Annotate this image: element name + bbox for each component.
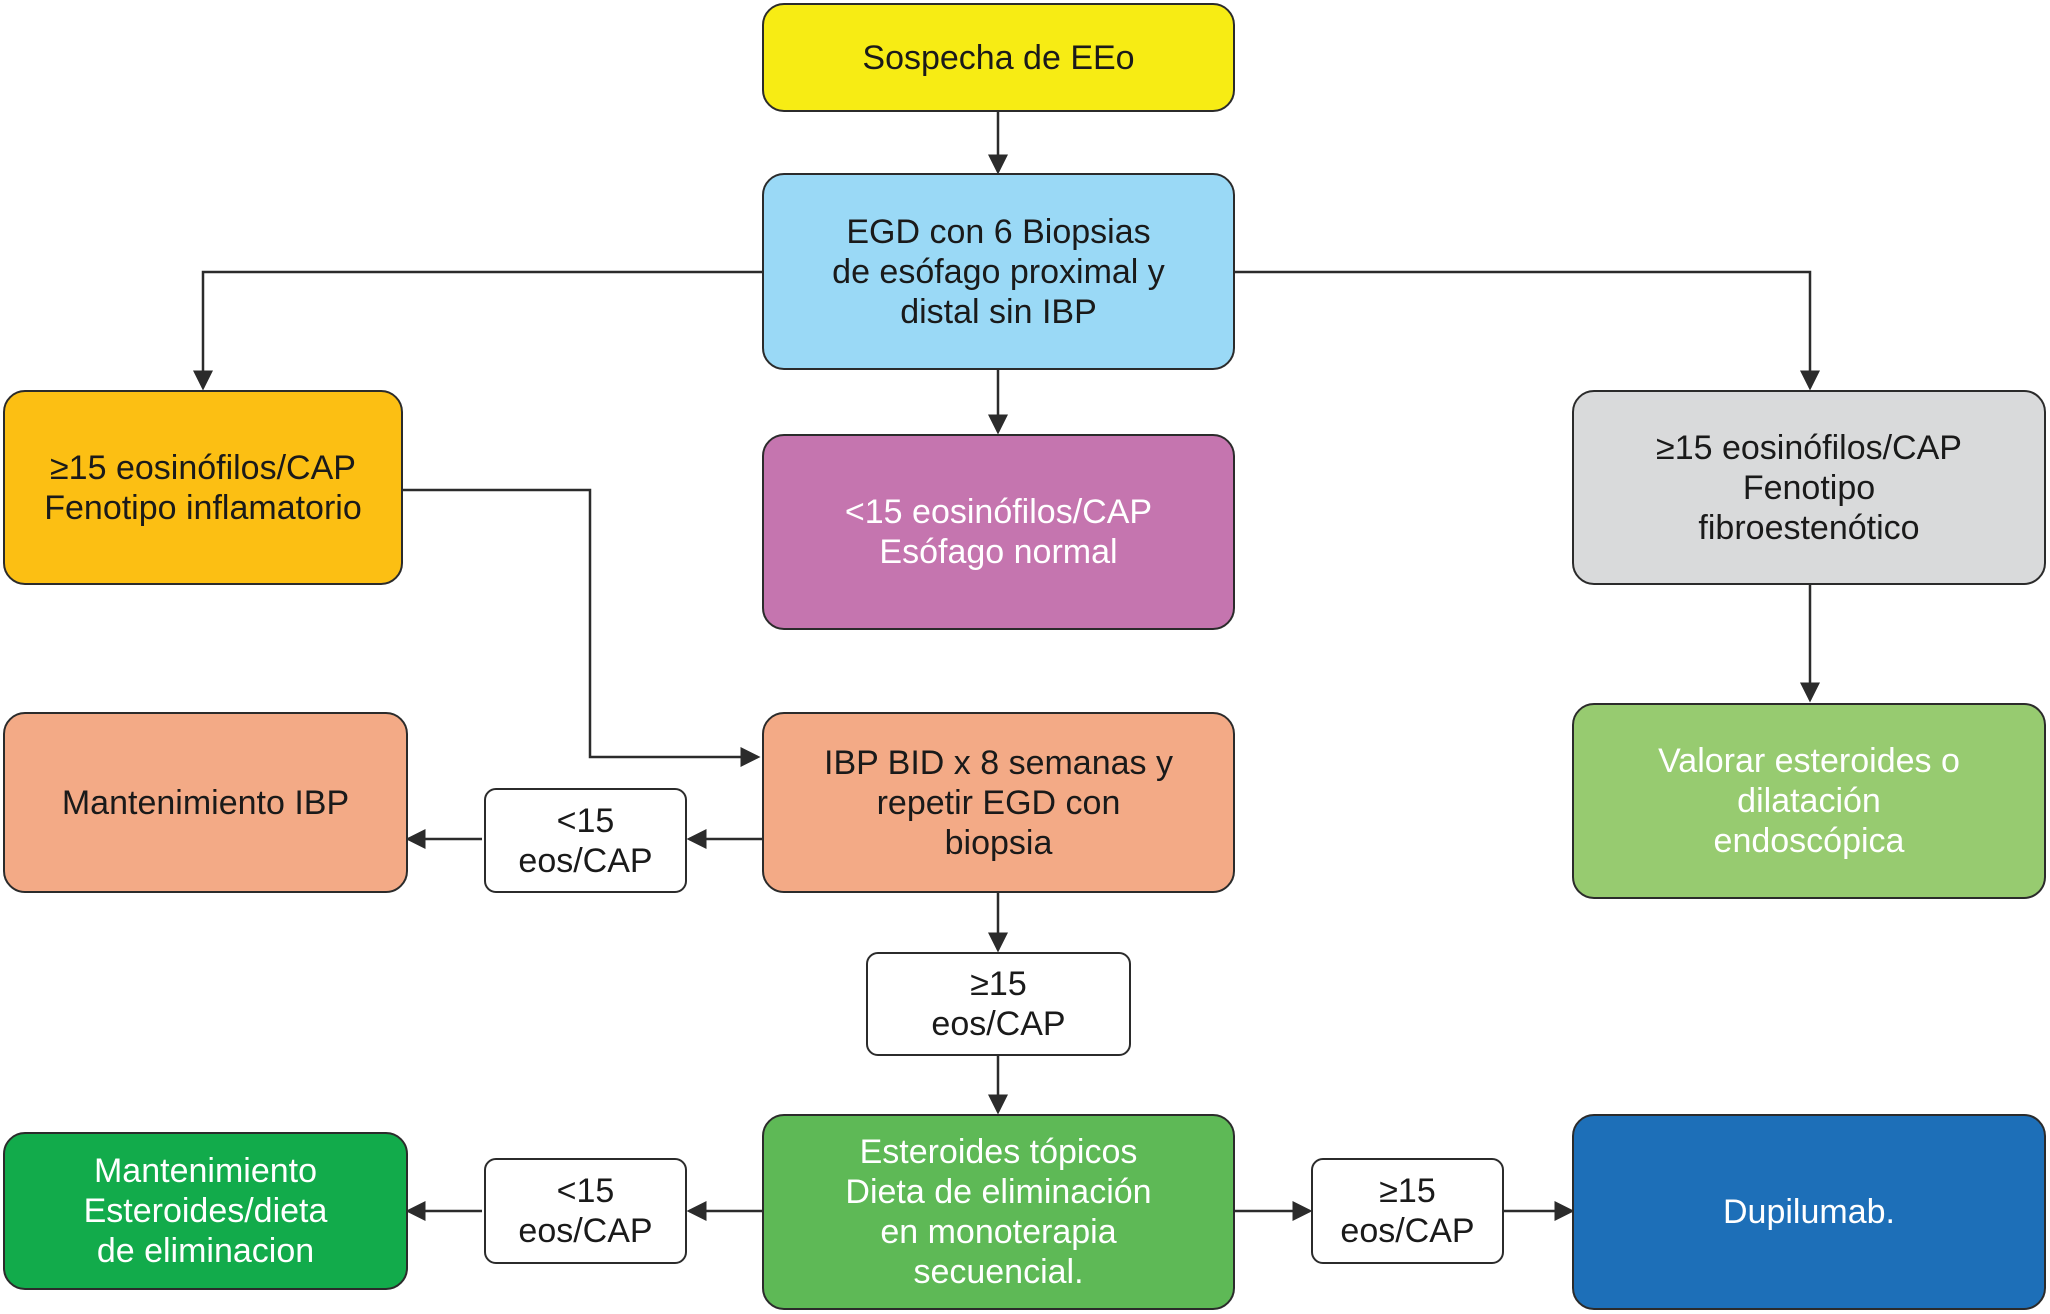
node-ibp-bid-label: IBP BID x 8 semanas y repetir EGD con bi…	[824, 743, 1173, 862]
arrow-inflamatorio-to-ibp-bid	[403, 488, 761, 767]
node-inflamatorio: ≥15 eosinófilos/CAP Fenotipo inflamatori…	[3, 390, 403, 585]
node-mantenimiento-ibp: Mantenimiento IBP	[3, 712, 408, 893]
node-dupilumab: Dupilumab.	[1572, 1114, 2046, 1310]
node-esteroides-topicos-label: Esteroides tópicos Dieta de eliminación …	[845, 1133, 1152, 1291]
node-normal: <15 eosinófilos/CAP Esófago normal	[762, 434, 1235, 630]
node-fibroestenotico-label: ≥15 eosinófilos/CAP Fenotipo fibroestenó…	[1656, 428, 1962, 547]
label-lt15-top-text: <15 eos/CAP	[518, 801, 653, 880]
node-egd: EGD con 6 Biopsias de esófago proximal y…	[762, 173, 1235, 370]
node-sospecha-label: Sospecha de EEo	[862, 38, 1135, 77]
arrow-egd-to-fibroestenotico	[1235, 270, 1820, 391]
node-inflamatorio-label: ≥15 eosinófilos/CAP Fenotipo inflamatori…	[44, 448, 362, 527]
node-dupilumab-label: Dupilumab.	[1723, 1193, 1895, 1231]
label-ge15-bottom: ≥15 eos/CAP	[1311, 1158, 1504, 1264]
node-valorar: Valorar esteroides o dilatación endoscóp…	[1572, 703, 2046, 899]
node-mantenimiento-esteroides-label: Mantenimiento Esteroides/dieta de elimin…	[83, 1152, 328, 1270]
label-lt15-bottom: <15 eos/CAP	[484, 1158, 687, 1264]
node-fibroestenotico: ≥15 eosinófilos/CAP Fenotipo fibroestenó…	[1572, 390, 2046, 585]
label-ge15-mid: ≥15 eos/CAP	[866, 952, 1131, 1056]
node-mantenimiento-esteroides: Mantenimiento Esteroides/dieta de elimin…	[3, 1132, 408, 1290]
node-normal-label: <15 eosinófilos/CAP Esófago normal	[844, 493, 1153, 571]
node-valorar-label: Valorar esteroides o dilatación endoscóp…	[1658, 742, 1960, 860]
node-egd-label: EGD con 6 Biopsias de esófago proximal y…	[832, 212, 1165, 331]
label-lt15-bottom-text: <15 eos/CAP	[518, 1172, 653, 1250]
node-ibp-bid: IBP BID x 8 semanas y repetir EGD con bi…	[762, 712, 1235, 893]
node-esteroides-topicos: Esteroides tópicos Dieta de eliminación …	[762, 1114, 1235, 1310]
arrow-egd-to-inflamatorio	[193, 270, 762, 391]
node-sospecha: Sospecha de EEo	[762, 3, 1235, 112]
label-ge15-mid-text: ≥15 eos/CAP	[931, 965, 1066, 1043]
label-lt15-top: <15 eos/CAP	[484, 788, 687, 893]
node-mantenimiento-ibp-label: Mantenimiento IBP	[61, 783, 350, 822]
label-ge15-bottom-text: ≥15 eos/CAP	[1340, 1172, 1475, 1250]
